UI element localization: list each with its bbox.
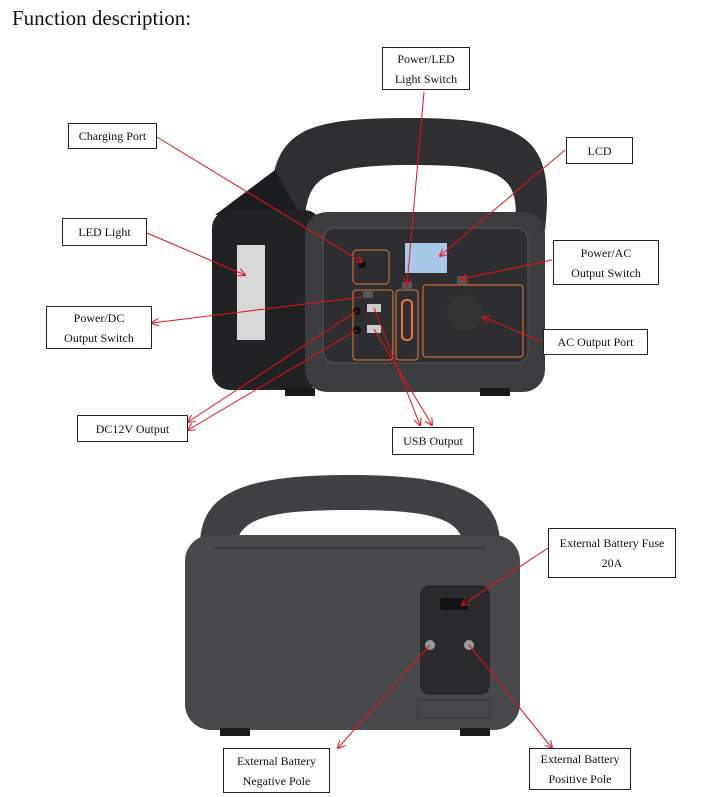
label-line: External Battery Fuse	[559, 536, 665, 550]
led-light-panel	[237, 245, 265, 340]
page-title: Function description:	[12, 6, 192, 30]
label-line: 20A	[601, 556, 623, 570]
label-charging-port: Charging Port	[68, 123, 157, 149]
charging-port-panel	[352, 249, 390, 285]
charging-port	[358, 260, 366, 268]
back-device-image	[185, 475, 520, 736]
label-line: Power/AC	[580, 245, 632, 260]
label-ac-output-port: AC Output Port	[543, 329, 648, 355]
front-device-image	[212, 118, 547, 396]
label-lcd: LCD	[566, 137, 633, 164]
label-led-light: LED Light	[62, 218, 147, 246]
label-line: External Battery	[237, 753, 316, 768]
label-external-battery-fuse: External Battery Fuse 20A	[548, 528, 676, 578]
label-power-dc-switch: Power/DC Output Switch	[46, 306, 152, 349]
label-line: Output Switch	[571, 265, 641, 280]
label-dc12v-output: DC12V Output	[77, 415, 188, 442]
callout-arrows	[146, 91, 566, 748]
label-power-led-switch: Power/LED Light Switch	[382, 47, 470, 90]
lcd-screen	[405, 243, 447, 273]
label-line: Power/LED	[397, 51, 455, 66]
label-line: Output Switch	[64, 330, 134, 345]
label-line: Light Switch	[394, 71, 458, 86]
label-line: Negative Pole	[242, 773, 311, 788]
label-line: External Battery	[540, 752, 620, 766]
label-usb-output: USB Output	[392, 427, 474, 455]
label-line: Positive Pole	[548, 772, 612, 786]
label-positive-pole: External Battery Positive Pole	[529, 748, 631, 790]
label-negative-pole: External Battery Negative Pole	[223, 748, 330, 793]
ac-socket	[447, 295, 483, 331]
battery-terminal-panel	[420, 585, 490, 695]
label-line: Power/DC	[73, 310, 125, 325]
label-power-ac-switch: Power/AC Output Switch	[553, 240, 659, 285]
